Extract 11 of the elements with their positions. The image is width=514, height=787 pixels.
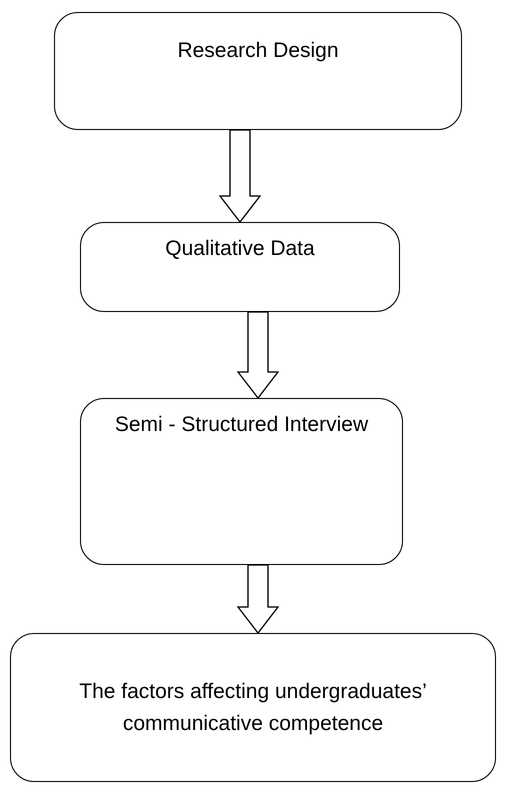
block-arrow [236,564,280,634]
process-box [80,398,403,565]
block-arrow [218,129,262,224]
box-label: Semi - Structured Interview [114,412,368,438]
process-box [54,12,462,130]
process-box [10,633,496,782]
process-box [80,222,400,312]
box-label: Qualitative Data [165,236,315,262]
block-arrow [236,311,280,400]
box-label: Research Design [177,38,339,64]
box-label: The factors affecting undergraduates’ communicative competence [78,679,428,736]
